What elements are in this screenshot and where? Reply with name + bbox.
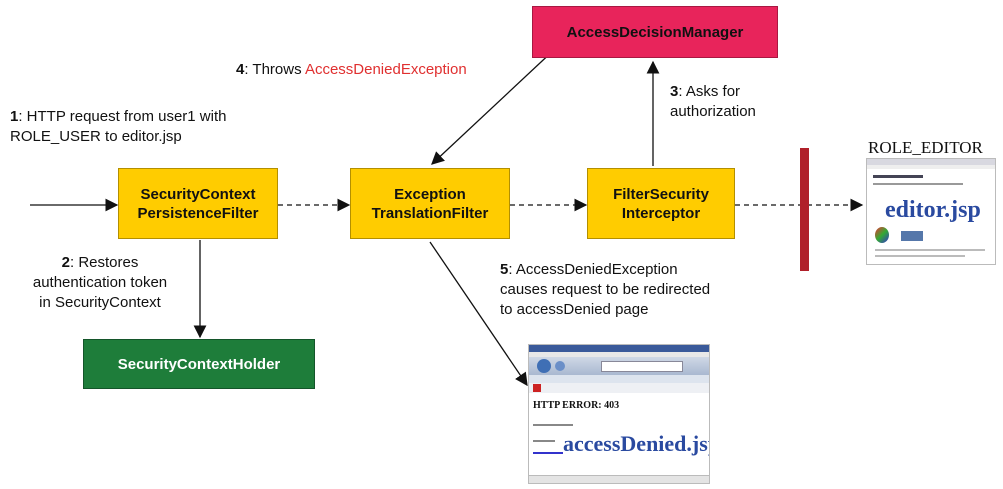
step-2-number: 2 bbox=[61, 254, 70, 271]
editor-text-block-2 bbox=[873, 183, 963, 185]
editor-text-block-3 bbox=[875, 249, 985, 251]
editor-toolbar bbox=[867, 159, 995, 165]
step-4-label: 4: Throws AccessDeniedException bbox=[236, 60, 467, 80]
step-1-label: 1: HTTP request from user1 with ROLE_USE… bbox=[10, 107, 226, 147]
denied-menubar bbox=[529, 352, 709, 357]
security-context-holder: SecurityContextHolder bbox=[83, 339, 315, 389]
step-2-label: 2: Restores authentication token in Secu… bbox=[8, 253, 192, 313]
back-icon bbox=[537, 359, 551, 373]
access-denied-page-thumbnail: HTTP ERROR: 403 accessDenied.jsp bbox=[528, 344, 710, 484]
exception-translation-filter: Exception TranslationFilter bbox=[350, 168, 510, 239]
step-2-line-2: authentication token bbox=[32, 274, 168, 291]
throw-arrow bbox=[431, 47, 557, 165]
denied-bookmarks-bar bbox=[529, 375, 709, 383]
yahoo-icon bbox=[533, 384, 541, 392]
step-5-label: 5: AccessDeniedException causes request … bbox=[500, 260, 710, 320]
step-3-number: 3 bbox=[670, 83, 679, 100]
denied-text-line-2 bbox=[533, 440, 555, 442]
http-error-title: HTTP ERROR: 403 bbox=[533, 400, 620, 411]
editor-toolbar-2 bbox=[867, 165, 995, 169]
editor-page-label: editor.jsp bbox=[885, 197, 981, 223]
step-4-number: 4 bbox=[236, 61, 245, 78]
access-barrier bbox=[800, 148, 809, 271]
denied-statusbar bbox=[529, 475, 709, 483]
step-5-line-3: to accessDenied page bbox=[500, 301, 649, 318]
step-2-line-1: : Restores bbox=[69, 254, 139, 271]
step-1-line-2: ROLE_USER to editor.jsp bbox=[10, 128, 182, 145]
security-context-persistence-filter: SecurityContext PersistenceFilter bbox=[118, 168, 278, 239]
editor-text-block-1 bbox=[873, 175, 923, 178]
editor-text-block-4 bbox=[875, 255, 965, 257]
step-4-text: : Throws bbox=[244, 61, 305, 78]
editor-page-thumbnail: editor.jsp bbox=[866, 158, 996, 265]
editor-side-image bbox=[901, 231, 923, 241]
step-3-line-2: authorization bbox=[670, 103, 756, 120]
forward-icon bbox=[555, 361, 565, 371]
step-1-line-1: : HTTP request from user1 with bbox=[18, 108, 227, 125]
access-decision-manager: AccessDecisionManager bbox=[532, 6, 778, 58]
step-5-number: 5 bbox=[500, 261, 509, 278]
denied-titlebar bbox=[529, 345, 709, 352]
denied-search-bar bbox=[529, 383, 709, 393]
denied-link-line bbox=[533, 452, 563, 454]
step-2-line-3: in SecurityContext bbox=[39, 294, 161, 311]
denied-text-line-1 bbox=[533, 424, 573, 426]
access-denied-page-label: accessDenied.jsp bbox=[563, 431, 710, 456]
editor-logo-image bbox=[875, 227, 889, 243]
step-1-number: 1 bbox=[10, 108, 19, 125]
step-3-label: 3: Asks for authorization bbox=[670, 82, 756, 122]
step-3-line-1: : Asks for bbox=[678, 83, 741, 100]
redirect-arrow bbox=[429, 241, 528, 387]
step-5-line-2: causes request to be redirected bbox=[500, 281, 711, 298]
step-5-line-1: : AccessDeniedException bbox=[508, 261, 678, 278]
role-editor-label: ROLE_EDITOR bbox=[868, 138, 983, 157]
address-bar bbox=[601, 361, 683, 372]
step-4-exception: AccessDeniedException bbox=[304, 61, 467, 78]
filter-security-interceptor: FilterSecurity Interceptor bbox=[587, 168, 735, 239]
